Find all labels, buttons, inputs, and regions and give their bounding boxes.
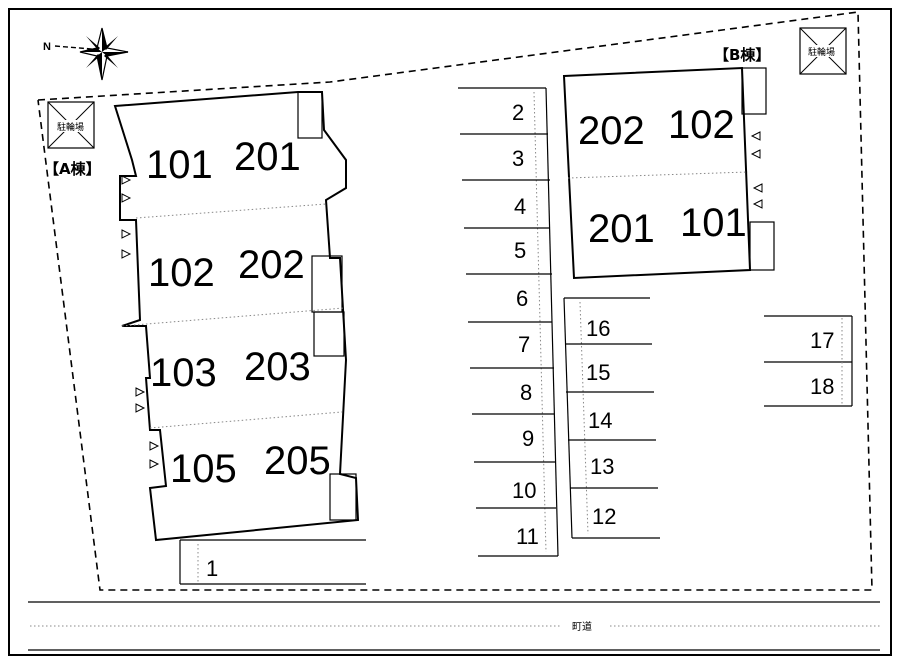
parking-slot-2: 2 bbox=[512, 100, 524, 125]
parking-slot-8: 8 bbox=[520, 380, 532, 405]
bike-parking-b bbox=[799, 27, 847, 75]
building-a-label: 【A棟】 bbox=[44, 160, 101, 178]
room-a-203: 203 bbox=[244, 345, 311, 389]
parking-slot-5: 5 bbox=[514, 238, 526, 263]
room-b-101: 101 bbox=[680, 201, 747, 245]
property-boundary bbox=[37, 11, 873, 591]
entrance-markers-a bbox=[121, 175, 160, 469]
compass-icon bbox=[54, 27, 129, 81]
parking-slot-14: 14 bbox=[588, 408, 612, 433]
room-b-201: 201 bbox=[588, 207, 655, 251]
parking-slot-10: 10 bbox=[512, 478, 536, 503]
parking-slot-16: 16 bbox=[586, 316, 610, 341]
bike-parking-a bbox=[47, 101, 95, 149]
parking-slot-15: 15 bbox=[586, 360, 610, 385]
parking-slot-4: 4 bbox=[514, 194, 526, 219]
parking-slot-17: 17 bbox=[810, 328, 834, 353]
room-a-205: 205 bbox=[264, 439, 331, 483]
room-a-103: 103 bbox=[150, 351, 217, 395]
bike-parking-b-label: 駐輪場 bbox=[808, 46, 835, 58]
bike-parking-a-label: 駐輪場 bbox=[57, 121, 84, 133]
room-a-202: 202 bbox=[238, 243, 305, 287]
parking-slot-7: 7 bbox=[518, 332, 530, 357]
parking-slot-12: 12 bbox=[592, 504, 616, 529]
outer-frame bbox=[8, 8, 892, 656]
building-b-label: 【B棟】 bbox=[714, 46, 770, 64]
parking-slot-13: 13 bbox=[590, 454, 614, 479]
compass-north-label: N bbox=[43, 41, 51, 53]
room-a-101: 101 bbox=[146, 143, 213, 187]
parking-slot-9: 9 bbox=[522, 426, 534, 451]
building-b bbox=[562, 66, 775, 280]
parking-slot-1: 1 bbox=[206, 556, 218, 581]
parking-slot-11: 11 bbox=[516, 524, 539, 549]
road-label: 町道 bbox=[572, 620, 592, 633]
room-a-102: 102 bbox=[148, 251, 215, 295]
parking-column-right bbox=[563, 297, 660, 539]
parking-slot-6: 6 bbox=[516, 286, 528, 311]
room-b-102: 102 bbox=[668, 103, 735, 147]
room-b-202: 202 bbox=[578, 109, 645, 153]
building-a bbox=[113, 91, 360, 542]
parking-slot-18: 18 bbox=[810, 374, 834, 399]
room-a-105: 105 bbox=[170, 447, 237, 491]
parking-slot-3: 3 bbox=[512, 146, 524, 171]
room-a-201: 201 bbox=[234, 135, 301, 179]
parking-column-center bbox=[458, 87, 559, 557]
parking-slot-1-outline bbox=[179, 539, 366, 585]
parking-column-far-right bbox=[764, 315, 853, 407]
entrance-markers-b bbox=[750, 131, 763, 209]
